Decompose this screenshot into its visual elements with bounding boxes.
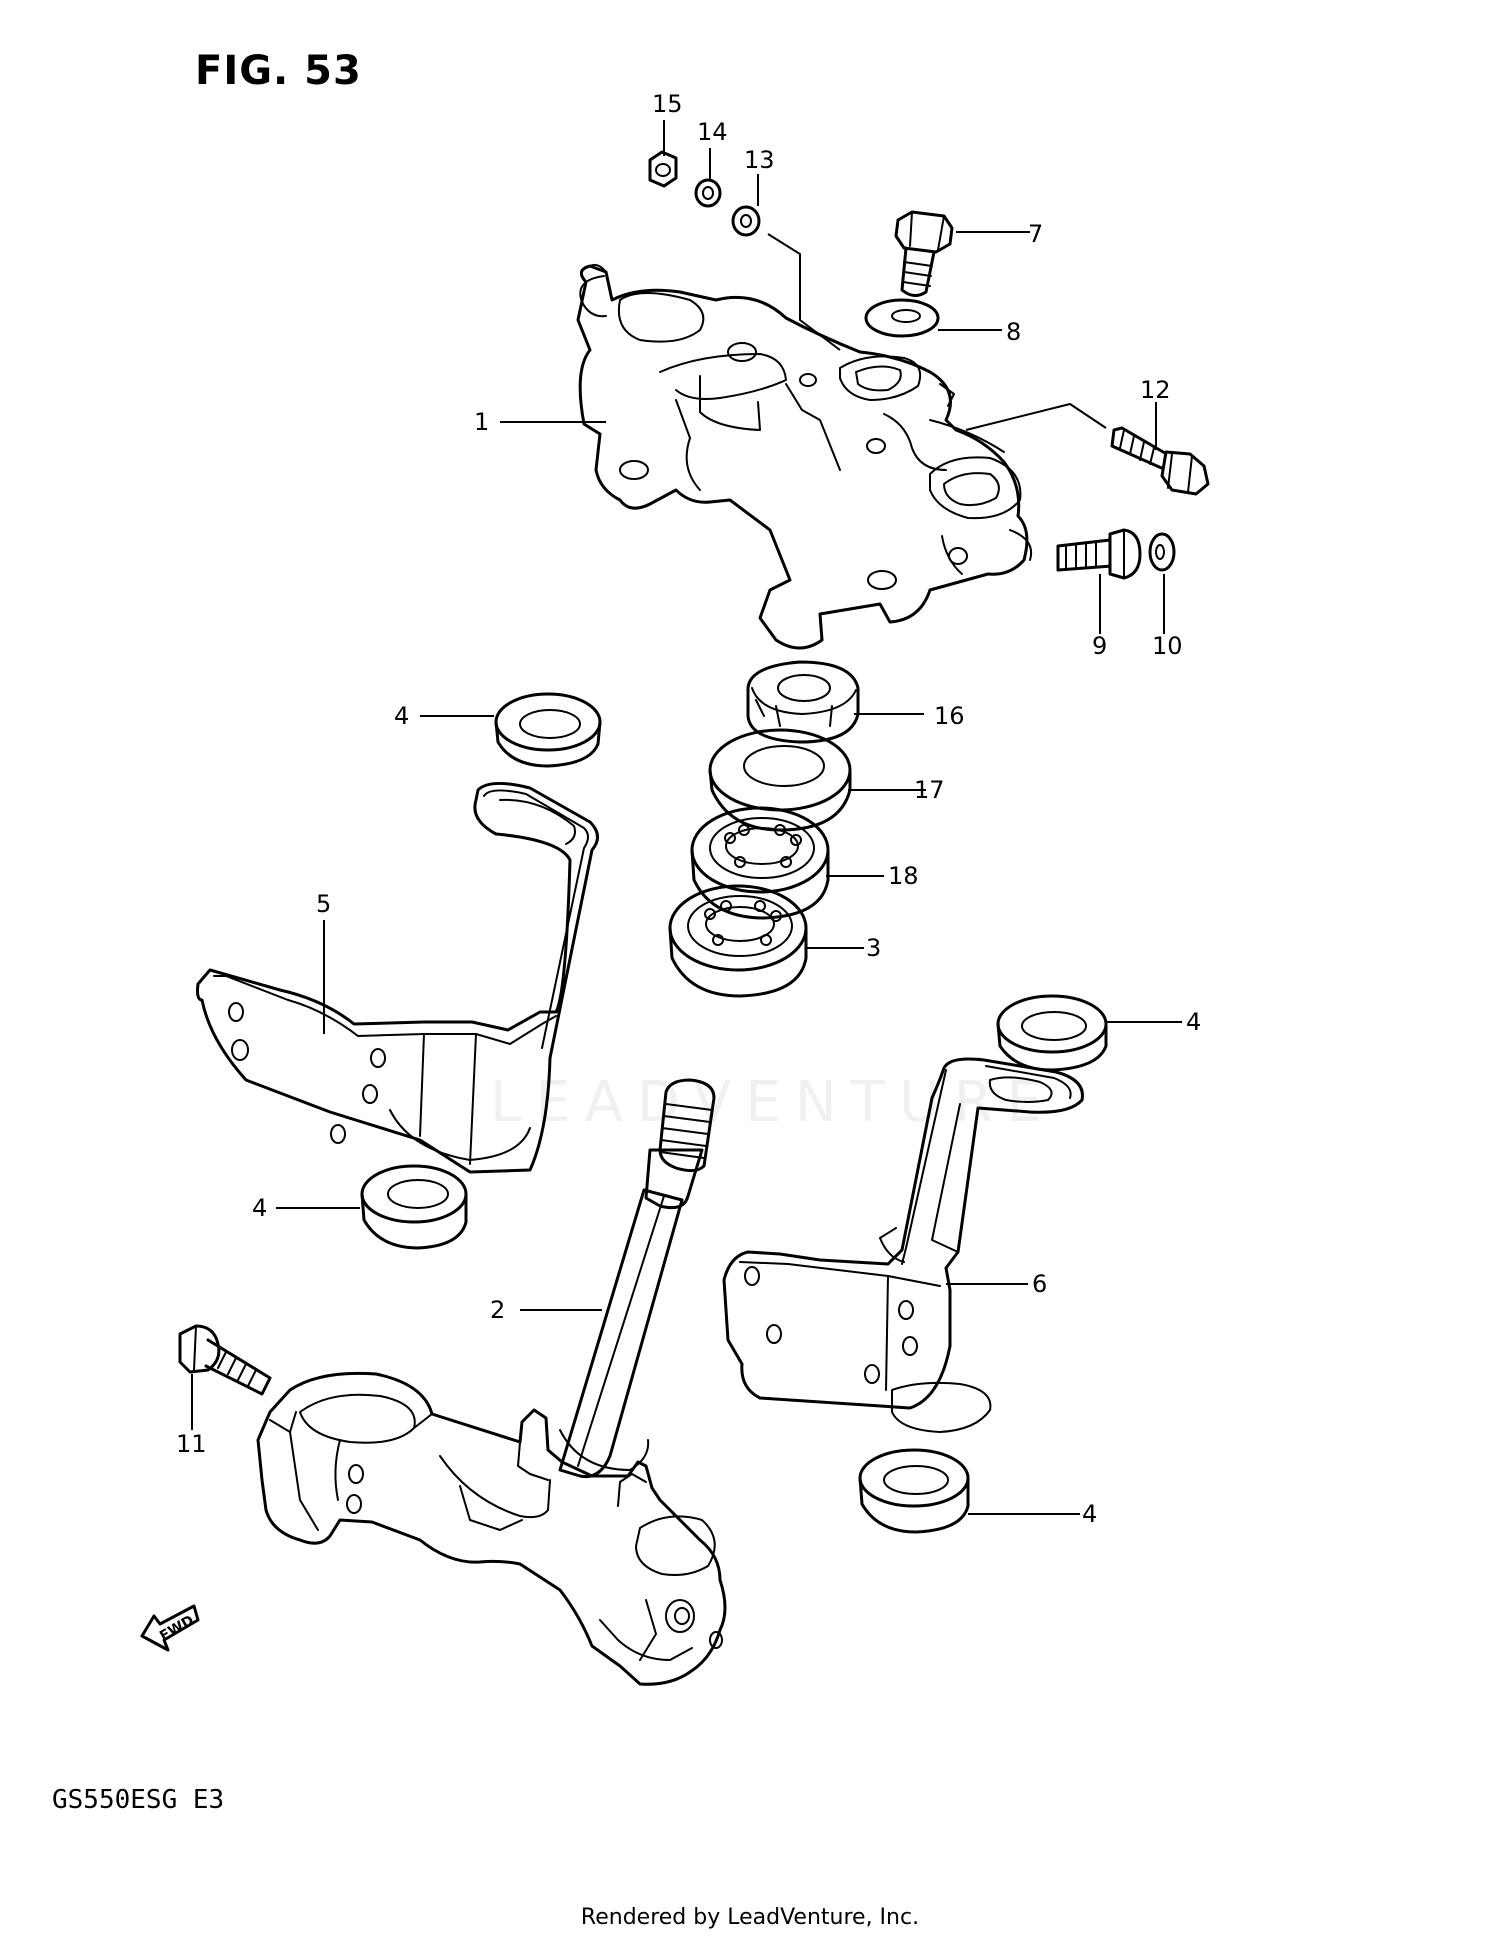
callout-14: 14 (697, 118, 728, 146)
callout-13: 13 (744, 146, 775, 174)
callout-2: 2 (490, 1296, 505, 1324)
callout-12: 12 (1140, 376, 1171, 404)
fwd-arrow-icon: FWD (140, 1604, 200, 1652)
part-9-bolt[interactable] (1056, 528, 1142, 580)
part-4-cushion-upper-right[interactable] (996, 994, 1108, 1072)
leader-lines (191, 120, 1182, 1515)
callout-7: 7 (1028, 220, 1043, 248)
callout-9: 9 (1092, 632, 1107, 660)
callout-18: 18 (888, 862, 919, 890)
part-15-nut[interactable] (648, 150, 678, 188)
footer-credit: Rendered by LeadVenture, Inc. (580, 1905, 920, 1930)
callout-6: 6 (1032, 1270, 1047, 1298)
part-13-washer[interactable] (731, 205, 761, 237)
part-1-upper-bracket[interactable] (576, 263, 1032, 650)
part-11-bolt[interactable] (178, 1324, 272, 1396)
part-18-upper-bearing[interactable] (690, 806, 830, 920)
callout-11: 11 (176, 1430, 207, 1458)
part-3-lower-bearing[interactable] (668, 884, 808, 998)
callout-1: 1 (474, 408, 489, 436)
callout-16: 16 (934, 702, 965, 730)
callout-3: 3 (866, 934, 881, 962)
part-5-left-bracket[interactable] (196, 782, 599, 1174)
callout-4-upper-right: 4 (1186, 1008, 1201, 1036)
part-7-bolt[interactable] (894, 210, 954, 297)
callout-8: 8 (1006, 318, 1021, 346)
part-8-washer[interactable] (864, 298, 940, 338)
figure-title: FIG. 53 (195, 48, 362, 94)
lower-bracket[interactable] (256, 1371, 727, 1686)
callout-5: 5 (316, 890, 331, 918)
part-4-cushion-lower-right[interactable] (858, 1448, 970, 1534)
callout-4-lower-left: 4 (252, 1194, 267, 1222)
part-4-cushion-upper-left[interactable] (494, 692, 602, 768)
part-2-steering-stem[interactable] (558, 1078, 716, 1479)
part-17-dust-seal[interactable] (708, 728, 852, 832)
part-14-lock-washer[interactable] (694, 178, 722, 208)
callout-17: 17 (914, 776, 945, 804)
part-12-bolt[interactable] (1110, 426, 1210, 496)
callout-4-lower-right: 4 (1082, 1500, 1097, 1528)
model-code: GS550ESG E3 (52, 1785, 225, 1815)
callout-15: 15 (652, 90, 683, 118)
part-6-right-bracket[interactable] (722, 1057, 1084, 1433)
callout-numbers: 15 14 13 7 8 12 1 9 10 4 16 17 18 3 5 4 … (176, 90, 1201, 1528)
callout-4-upper-left: 4 (394, 702, 409, 730)
part-10-washer[interactable] (1148, 532, 1176, 572)
watermark-text: LEADVENTURE (490, 1070, 1057, 1135)
part-4-cushion-lower-left[interactable] (360, 1164, 468, 1250)
callout-10: 10 (1152, 632, 1183, 660)
